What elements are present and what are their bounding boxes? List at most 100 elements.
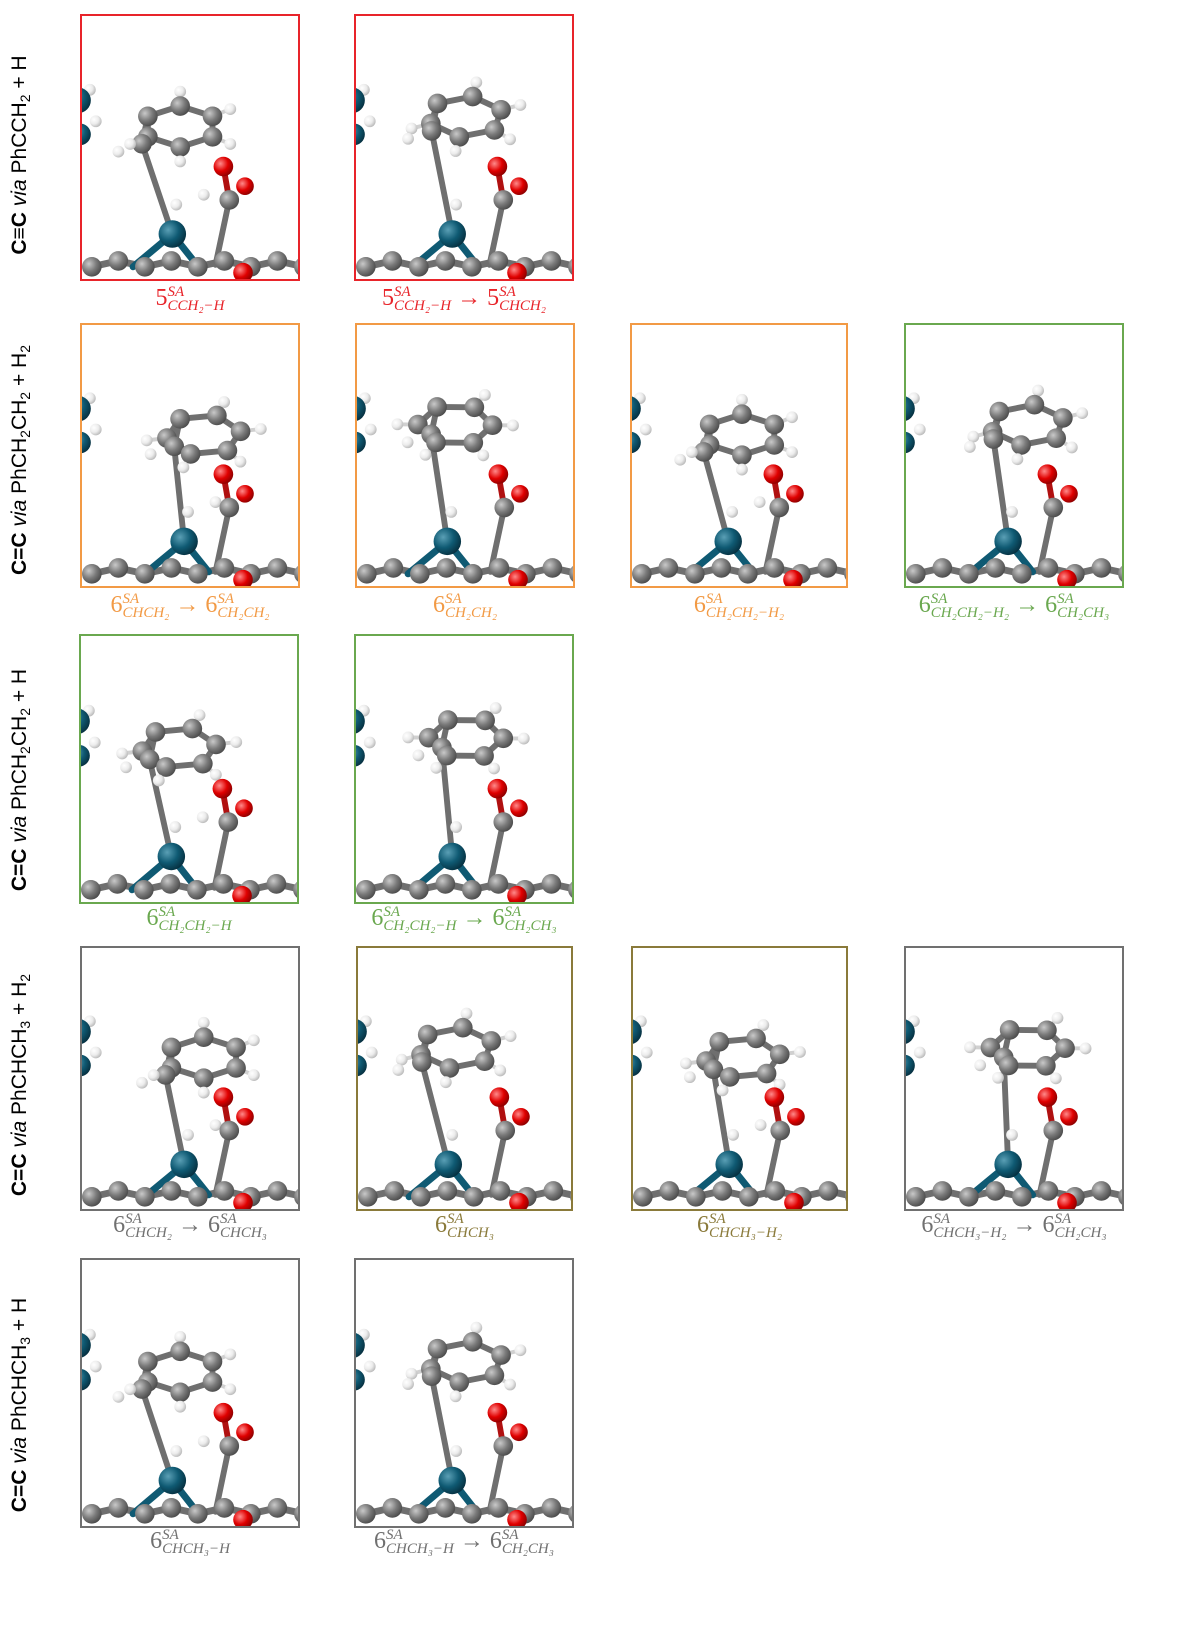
hydrogen-atom: [517, 732, 530, 745]
caption-target-state-superscript: SA: [499, 284, 516, 301]
ring-carbon-atom: [464, 397, 485, 418]
caption-state-subscript: CCH₂−H: [394, 298, 452, 315]
metal-cluster-atom: [632, 396, 641, 421]
surface-carbon-atom: [488, 251, 509, 271]
surface-carbon-atom: [267, 558, 288, 578]
hydrogen-atom: [88, 736, 101, 749]
caption-state-superscript: SA: [158, 904, 176, 921]
hydrogen-atom: [446, 1129, 459, 1141]
surface-carbon-atom: [632, 563, 652, 584]
hydrogen-atom: [479, 389, 491, 401]
oxygen-atom: [233, 1192, 253, 1209]
surface-carbon-atom: [817, 558, 838, 578]
molecule-render: [356, 76, 572, 279]
ring-carbon-atom: [1046, 428, 1067, 448]
surface-carbon-atom: [161, 251, 182, 271]
hydrogen-atom: [445, 506, 458, 518]
carboxyl-carbon-atom: [219, 1436, 240, 1456]
caption-state-superscript: SA: [383, 904, 401, 921]
caption-target-state-superscript: SA: [217, 591, 235, 608]
hydrogen-atom: [683, 1071, 696, 1084]
single-atom-metal: [438, 220, 466, 248]
oxygen-atom: [489, 1087, 510, 1107]
surface-carbon-atom: [382, 874, 403, 894]
ring-carbon-atom: [202, 1372, 223, 1392]
hydrogen-atom: [489, 702, 502, 714]
caption-state-superscript: SA: [444, 591, 462, 608]
caption-state-number: 6: [918, 592, 931, 618]
surface-carbon-atom: [462, 879, 482, 900]
single-atom-metal: [438, 842, 466, 871]
ring-carbon-atom: [1037, 1020, 1057, 1041]
hydrogen-atom: [140, 434, 153, 447]
hydrogen-atom: [786, 446, 798, 459]
row-label-2: C=C via PhCH2CH2 + H2: [8, 344, 33, 576]
hydrogen-atom: [365, 1046, 378, 1059]
hydrogen-atom: [116, 747, 129, 760]
bond: [171, 443, 188, 545]
surface-carbon-atom: [161, 558, 182, 578]
caption-state-number: 6: [921, 1212, 934, 1238]
hydrogen-atom: [449, 1390, 462, 1403]
hydrogen-atom: [674, 453, 687, 466]
surface-carbon-atom: [462, 256, 482, 277]
ring-carbon-atom: [1055, 1038, 1075, 1059]
caption-state-subscript: CH₂CH₂−H: [383, 918, 457, 935]
ring-carbon-atom: [138, 106, 158, 127]
molecule-render: [906, 1012, 1122, 1209]
hydrogen-atom: [405, 122, 418, 135]
carboxyl-carbon-atom: [495, 1120, 516, 1141]
oxygen-atom: [233, 262, 253, 279]
caption-state-number: 5: [382, 285, 395, 311]
hydrogen-atom: [193, 709, 206, 722]
hydrogen-atom: [224, 138, 237, 150]
surface-carbon-atom: [1038, 558, 1059, 578]
metal-cluster-atom: [356, 1369, 365, 1391]
ring-carbon-atom: [462, 1331, 483, 1352]
surface-carbon-atom: [82, 256, 102, 277]
hydrogen-atom: [640, 1046, 653, 1059]
surface-carbon-atom: [462, 1503, 482, 1524]
metal-cluster-atom: [82, 431, 91, 454]
hydrogen-atom: [450, 821, 463, 833]
surface-carbon-atom: [568, 881, 572, 898]
carboxyl-carbon-atom: [493, 812, 514, 832]
hydrogen-atom: [450, 1445, 463, 1457]
hydrogen-atom: [757, 1019, 770, 1031]
metal-cluster-atom: [632, 431, 641, 454]
single-atom-metal: [433, 527, 462, 556]
hydrogen-atom: [1006, 1129, 1018, 1141]
ring-carbon-atom: [226, 1058, 246, 1078]
hydrogen-atom: [224, 103, 237, 115]
caption-state-superscript: SA: [933, 1211, 951, 1228]
hydrogen-atom: [120, 761, 132, 774]
surface-carbon-atom: [409, 256, 429, 277]
oxygen-atom: [507, 885, 527, 902]
surface-carbon-atom: [214, 558, 235, 578]
ring-carbon-atom: [180, 444, 201, 464]
caption-state-subscript: CHCH₃−H₂: [933, 1225, 1007, 1242]
surface-carbon-atom: [435, 1498, 456, 1518]
hydrogen-atom: [197, 1435, 210, 1448]
single-atom-metal: [715, 1150, 743, 1179]
metal-cluster-atom: [81, 709, 90, 734]
caption-target-state-superscript: SA: [501, 1527, 519, 1544]
metal-cluster-atom: [356, 1333, 365, 1358]
caption-state-number: 6: [110, 592, 123, 618]
hydrogen-atom: [430, 762, 443, 774]
hydrogen-atom: [247, 1069, 260, 1082]
structure-panel-r2c3: [630, 323, 848, 588]
structure-panel-r4c1: [80, 946, 300, 1211]
